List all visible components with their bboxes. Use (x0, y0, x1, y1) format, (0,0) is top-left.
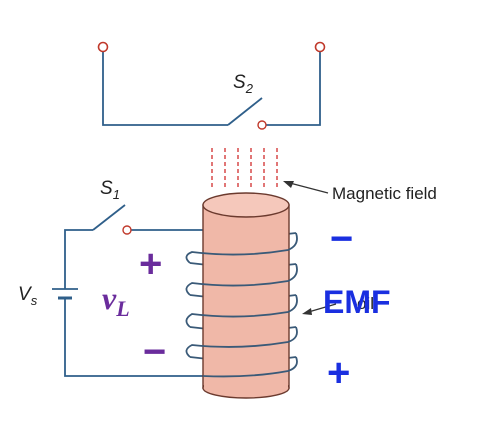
s1-bottom-wire (64, 304, 203, 377)
s2-label: S2 (233, 72, 254, 96)
plus-left-annotation: + (139, 242, 162, 286)
switch-s2-circuit (102, 52, 321, 126)
battery-vs (52, 286, 78, 304)
magnetic-field-lines (211, 148, 278, 190)
s1-top-wire (64, 229, 93, 286)
magnetic-field-pointer (283, 181, 329, 194)
magnetic-field-label: Magnetic field (332, 184, 437, 203)
vl-annotation: vL (102, 280, 130, 321)
coil-winding-front (185, 232, 298, 378)
s2-right-wire (265, 52, 321, 126)
s2-left-wire (102, 52, 228, 126)
minus-right-annotation: − (330, 217, 353, 261)
terminal-top-left[interactable] (97, 41, 109, 53)
s1-label: S1 (100, 178, 120, 202)
plus-right-annotation: + (327, 351, 350, 395)
minus-left-annotation: − (143, 330, 166, 374)
s2-contact (257, 120, 267, 130)
switch-s1-circuit (64, 204, 203, 377)
s2-switch-blade (227, 97, 263, 126)
vs-label: Vs (18, 284, 38, 308)
coil-pointer (302, 303, 337, 315)
coil-label: oil (357, 294, 374, 313)
coil-core (202, 192, 290, 399)
s1-switch-blade (92, 204, 126, 231)
emf-annotation: EMF (323, 284, 391, 320)
terminal-top-right[interactable] (314, 41, 326, 53)
s1-contact (122, 225, 132, 235)
